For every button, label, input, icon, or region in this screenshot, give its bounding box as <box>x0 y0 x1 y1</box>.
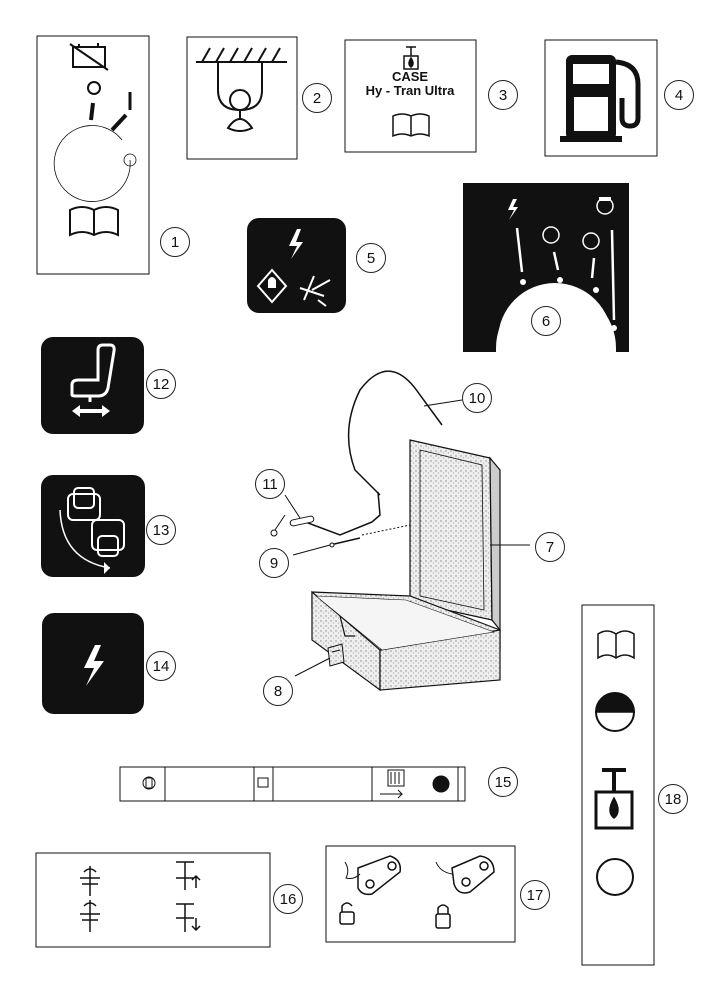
decal-lift-point <box>186 36 298 160</box>
callout-13: 13 <box>146 515 176 545</box>
clip-part <box>327 643 345 667</box>
decal-seat-swivel <box>41 475 145 577</box>
callout-14: 14 <box>146 651 176 681</box>
battery-disconnect-icon <box>69 43 109 71</box>
decal-hydraulic-fluid <box>344 39 477 153</box>
product-text: Hy - Tran Ultra <box>365 83 455 98</box>
battery-box <box>311 439 501 692</box>
decal-fluid-level-strip <box>581 604 655 966</box>
decal-electrical <box>42 613 144 714</box>
decal-diesel-fuel <box>544 39 658 157</box>
decal-control-strip <box>119 766 466 802</box>
lightning-bolt-icon <box>84 645 104 686</box>
callout-10: 10 <box>462 383 492 413</box>
callout-2: 2 <box>302 83 332 113</box>
decal-hitch-controls <box>35 852 271 948</box>
callout-9: 9 <box>259 548 289 578</box>
manual-book-icon <box>69 206 119 237</box>
leader-lines <box>274 399 530 677</box>
battery-cable <box>347 370 443 496</box>
callout-17: 17 <box>520 880 550 910</box>
decal-lock-unlock <box>325 845 516 943</box>
lightning-icon <box>289 229 303 259</box>
callout-8: 8 <box>263 676 293 706</box>
decal-ignition-panel <box>36 35 150 275</box>
callout-15: 15 <box>488 767 518 797</box>
callout-12: 12 <box>146 369 176 399</box>
callout-1: 1 <box>160 227 190 257</box>
decal-electrical-warning <box>247 218 346 313</box>
callout-4: 4 <box>664 80 694 110</box>
callout-16: 16 <box>273 884 303 914</box>
decal-hydraulic-label: CASE Hy - Tran Ultra <box>345 70 475 98</box>
callout-18: 18 <box>658 784 688 814</box>
callout-6: 6 <box>531 306 561 336</box>
ignition-switch-outline <box>53 125 131 202</box>
manual-book-icon-small <box>392 113 430 138</box>
decal-seat-adjust <box>41 337 144 434</box>
callout-3: 3 <box>488 80 518 110</box>
callout-11: 11 <box>255 469 285 499</box>
brand-text: CASE <box>391 69 429 84</box>
fasteners <box>270 515 411 548</box>
callout-5: 5 <box>356 243 386 273</box>
callout-7: 7 <box>535 532 565 562</box>
